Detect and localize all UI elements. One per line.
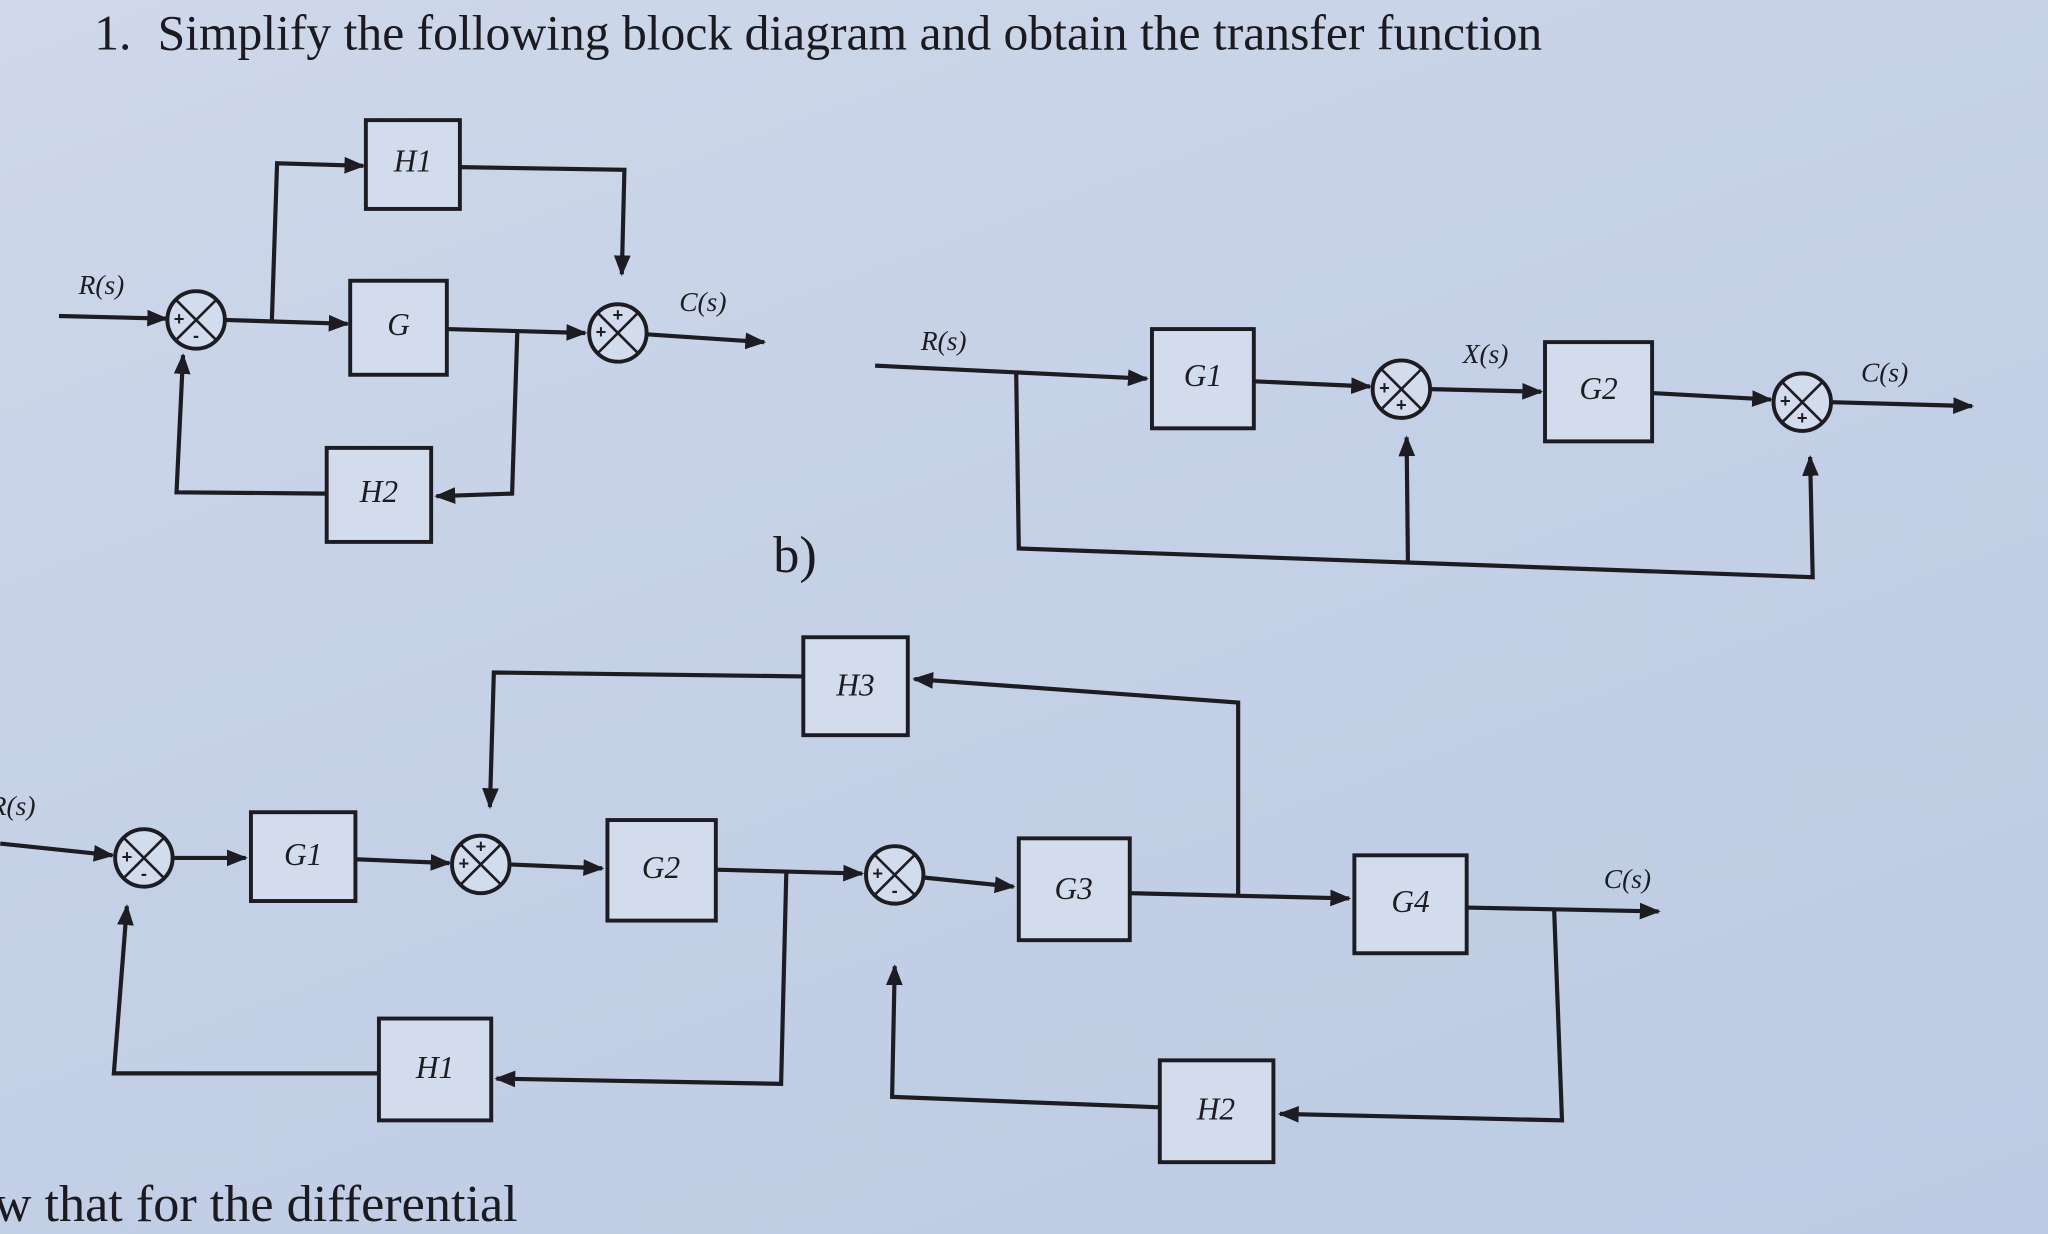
summing-junction: + +: [1370, 358, 1433, 420]
block-h3: [801, 635, 910, 738]
block-g4: [1352, 853, 1469, 956]
svg-text:H2: H2: [1196, 1092, 1235, 1127]
signal-line: [58, 309, 169, 327]
svg-text:+: +: [1797, 407, 1808, 428]
input-label: R(s): [0, 791, 35, 821]
summing-junction: + -: [113, 827, 175, 889]
svg-text:+: +: [1780, 390, 1791, 411]
svg-text:-: -: [892, 880, 898, 901]
block-g: [348, 278, 449, 377]
svg-text:G1: G1: [1184, 358, 1222, 393]
svg-text:H1: H1: [393, 144, 432, 179]
diagram-b: b) R(s) G1 + + X(s) G2 + + C(s): [773, 326, 1975, 584]
svg-text:G2: G2: [642, 850, 680, 885]
block-h1: [376, 1016, 494, 1123]
question-text: Simplify the following block diagram and…: [158, 6, 1543, 61]
intermediate-label: X(s): [1462, 339, 1509, 369]
summing-junction: + +: [1771, 371, 1833, 433]
svg-text:+: +: [458, 852, 469, 873]
svg-text:-: -: [193, 325, 199, 346]
part-label: b): [773, 526, 817, 584]
svg-text:H3: H3: [835, 667, 874, 702]
svg-text:+: +: [613, 304, 624, 325]
question-number: 1.: [94, 6, 131, 61]
summing-junction: + -: [864, 844, 926, 906]
block-g2: [605, 818, 718, 923]
block-h1: [363, 118, 462, 211]
svg-text:+: +: [1379, 377, 1390, 398]
block-g2: [1543, 340, 1655, 444]
svg-text:+: +: [475, 835, 486, 856]
svg-text:G2: G2: [1579, 371, 1617, 406]
svg-text:+: +: [1396, 394, 1407, 415]
input-label: R(s): [78, 270, 125, 300]
svg-text:+: +: [872, 863, 883, 884]
output-label: C(s): [1604, 864, 1651, 894]
summing-junction: + +: [450, 833, 512, 896]
svg-text:G4: G4: [1391, 884, 1429, 919]
svg-text:G1: G1: [284, 837, 322, 872]
block-g1: [1150, 327, 1256, 431]
output-label: C(s): [679, 287, 726, 317]
svg-text:+: +: [174, 308, 185, 329]
block-h2: [324, 445, 434, 544]
output-label: C(s): [1861, 357, 1908, 387]
summing-junction: + +: [587, 302, 649, 364]
svg-text:+: +: [596, 321, 607, 342]
svg-text:G: G: [387, 307, 410, 342]
diagram-a: R(s) + - H1 G H2 + + C(s): [58, 118, 767, 544]
block-h2: [1157, 1058, 1276, 1165]
svg-text:+: +: [122, 846, 133, 867]
footer-text: w that for the differential: [0, 1175, 518, 1233]
svg-text:G3: G3: [1054, 871, 1092, 906]
block-g3: [1016, 836, 1132, 943]
svg-text:1.Simplify the following block: 1. Simplify the following block diagram a…: [94, 6, 1542, 61]
summing-junction: + -: [165, 289, 227, 351]
svg-text:-: -: [141, 863, 147, 884]
svg-text:H1: H1: [415, 1050, 454, 1085]
diagram-c: R(s) + - G1 + + G2 H1 + -: [0, 635, 1661, 1165]
svg-text:H2: H2: [359, 474, 398, 509]
input-label: R(s): [920, 326, 967, 356]
block-g1: [248, 810, 358, 903]
